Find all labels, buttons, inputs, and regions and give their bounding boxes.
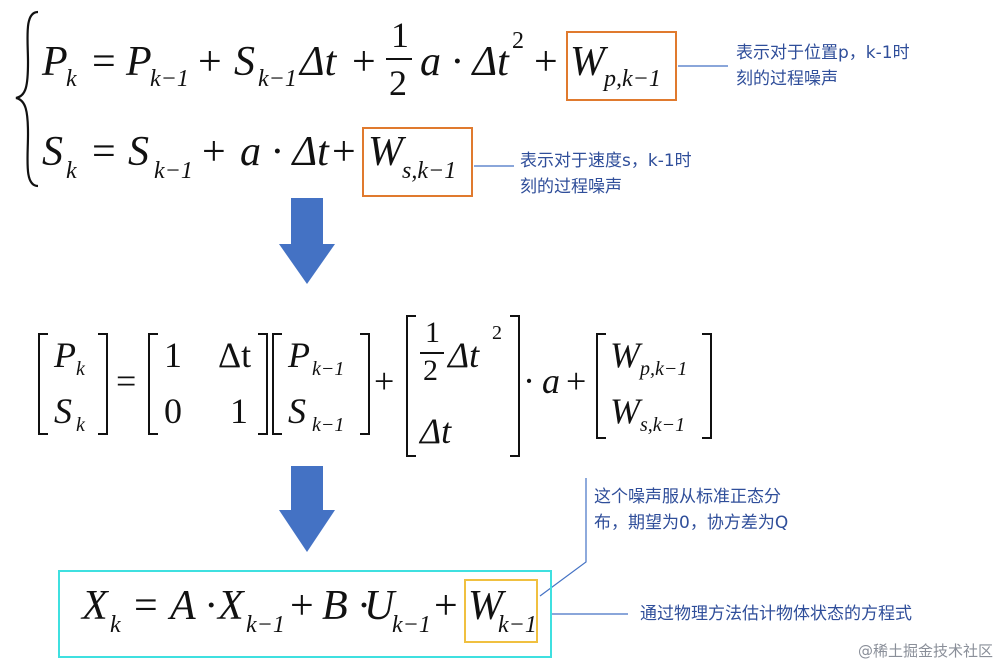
final-x-prev: X xyxy=(218,583,244,629)
state-equation-box xyxy=(58,570,552,658)
final-w-sub: k−1 xyxy=(498,612,537,638)
dot-a: · a xyxy=(524,361,560,401)
b-frac-den: 2 xyxy=(423,354,438,387)
annotation-s-noise-line2: 刻的过程噪声 xyxy=(520,177,622,197)
p-lhs-sub: k xyxy=(66,66,77,92)
x-prev-s-sub: k−1 xyxy=(312,414,345,436)
p-a-dt: a · Δt xyxy=(420,39,509,85)
lhs-s-sub: k xyxy=(76,414,85,436)
s-a-dt: a · Δt xyxy=(240,129,329,175)
annotation-p-noise: 表示对于位置p，k-1时 刻的过程噪声 xyxy=(736,40,910,92)
matrix-plus-1: + xyxy=(374,361,395,401)
x-prev-p: P xyxy=(288,335,310,375)
final-b: B · xyxy=(322,583,369,629)
s-w-sub: s,k−1 xyxy=(402,158,457,184)
p-frac-bar xyxy=(386,58,412,60)
final-x-sub: k xyxy=(110,612,121,638)
p-rhs-s: S xyxy=(234,39,255,85)
a-bracket-right xyxy=(258,333,268,435)
x-bracket-right xyxy=(360,333,370,435)
p-noise-box xyxy=(566,31,677,101)
down-arrow-icon xyxy=(279,198,335,284)
x-bracket-left xyxy=(272,333,282,435)
b-bracket-right xyxy=(510,315,520,457)
p-frac-num: 1 xyxy=(391,15,409,55)
p-rhs-s-sub: k−1 xyxy=(258,66,297,92)
final-plus-1: + xyxy=(290,583,314,629)
s-eq: = xyxy=(92,129,116,175)
b-frac-bar xyxy=(420,352,444,354)
w-s: W xyxy=(610,391,640,431)
s-plus-2: + xyxy=(332,129,356,175)
lhs-bracket-left xyxy=(38,333,48,435)
final-eq: = xyxy=(134,583,158,629)
lhs-p-sub: k xyxy=(76,358,85,380)
s-w: W xyxy=(368,129,403,175)
final-w: W xyxy=(468,583,503,629)
final-plus-2: + xyxy=(434,583,458,629)
s-rhs-s: S xyxy=(128,129,149,175)
annotation-w-dist: 这个噪声服从标准正态分 布，期望为0，协方差为Q xyxy=(594,484,788,536)
lhs-bracket-right xyxy=(98,333,108,435)
s-noise-box xyxy=(362,127,473,197)
w-s-sub: s,k−1 xyxy=(640,414,686,436)
annotation-p-noise-line1: 表示对于位置p，k-1时 xyxy=(736,43,910,63)
b-dt: Δt xyxy=(420,411,452,451)
curly-brace xyxy=(15,10,39,188)
a-21: 0 xyxy=(164,391,182,431)
b-squared: 2 xyxy=(492,322,502,344)
annotation-s-noise: 表示对于速度s，k-1时 刻的过程噪声 xyxy=(520,148,692,200)
p-w-sub: p,k−1 xyxy=(604,66,661,92)
final-a: A · xyxy=(170,583,216,629)
b-frac-num: 1 xyxy=(425,316,440,349)
s-rhs-s-sub: k−1 xyxy=(154,158,193,184)
matrix-plus-2: + xyxy=(566,361,587,401)
matrix-eq: = xyxy=(116,361,137,401)
watermark: @稀土掘金技术社区 xyxy=(857,642,993,660)
p-plus-1: + xyxy=(198,39,222,85)
final-x-prev-sub: k−1 xyxy=(246,612,285,638)
annotation-w-dist-line1: 这个噪声服从标准正态分 xyxy=(594,487,781,507)
x-prev-p-sub: k−1 xyxy=(312,358,345,380)
annotation-w-dist-line2: 布，期望为0，协方差为Q xyxy=(594,513,789,533)
p-eq: = xyxy=(92,39,116,85)
p-frac-den: 2 xyxy=(389,63,407,103)
p-plus-3: + xyxy=(534,39,558,85)
a-12: Δt xyxy=(218,335,252,375)
w-bracket-right xyxy=(702,333,712,439)
p-squared: 2 xyxy=(512,28,524,54)
s-lhs-sub: k xyxy=(66,158,77,184)
p-lhs: P xyxy=(42,39,68,85)
down-arrow-icon xyxy=(279,466,335,552)
p-rhs-p: P xyxy=(126,39,152,85)
final-u-sub: k−1 xyxy=(392,612,431,638)
a-22: 1 xyxy=(230,391,248,431)
leader-line-w-dist xyxy=(539,478,587,597)
a-11: 1 xyxy=(164,335,182,375)
b-bracket-left xyxy=(406,315,416,457)
lhs-s: S xyxy=(54,391,72,431)
a-bracket-left xyxy=(148,333,158,435)
b-dt2: Δt xyxy=(448,335,480,375)
lhs-p: P xyxy=(54,335,76,375)
annotation-p-noise-line2: 刻的过程噪声 xyxy=(736,69,838,89)
s-lhs: S xyxy=(42,129,63,175)
w-noise-box xyxy=(464,579,538,643)
x-prev-s: S xyxy=(288,391,306,431)
final-u: U xyxy=(364,583,395,629)
p-rhs-p-sub: k−1 xyxy=(150,66,189,92)
annotation-s-noise-line1: 表示对于速度s，k-1时 xyxy=(520,151,692,171)
w-bracket-left xyxy=(596,333,606,439)
p-dt: Δt xyxy=(300,39,337,85)
p-plus-2: + xyxy=(352,39,376,85)
annotation-state-eq: 通过物理方法估计物体状态的方程式 xyxy=(640,604,912,624)
p-w: W xyxy=(570,39,605,85)
w-p-sub: p,k−1 xyxy=(640,358,688,380)
final-x: X xyxy=(82,583,108,629)
w-p: W xyxy=(610,335,640,375)
s-plus-1: + xyxy=(202,129,226,175)
